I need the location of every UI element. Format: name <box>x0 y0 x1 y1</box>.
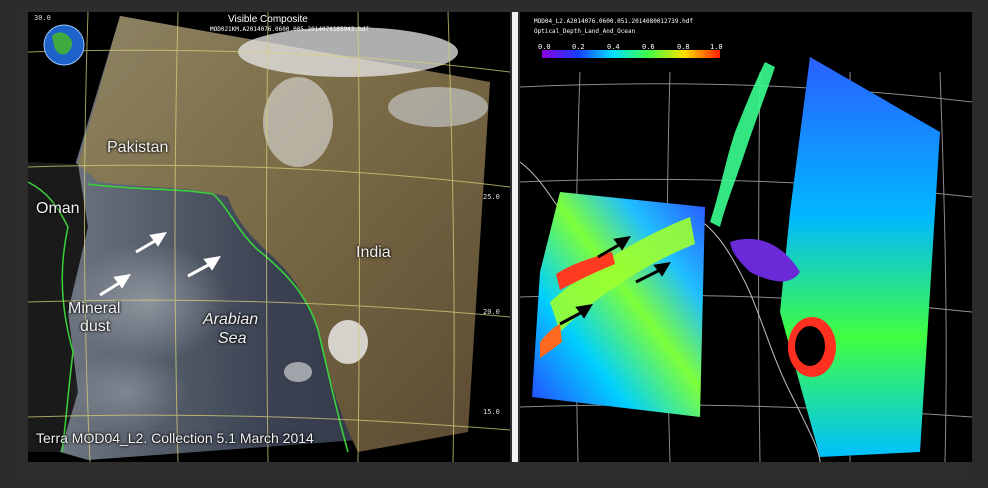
colorbar-tick-5: 1.0 <box>710 43 723 51</box>
colorbar-tick-3: 0.6 <box>642 43 655 51</box>
colorbar-tick-4: 0.8 <box>677 43 690 51</box>
lat-tick-20: 20.0 <box>483 308 500 316</box>
visible-composite-image <box>28 12 510 462</box>
label-mineral: Mineral <box>68 300 121 317</box>
dust-arrows <box>99 231 221 297</box>
visible-composite-title: Visible Composite <box>228 14 308 25</box>
label-pakistan: Pakistan <box>107 139 169 156</box>
label-oman: Oman <box>36 200 80 217</box>
visible-composite-panel: 30.0 Visible Composite MOD021KM.A2014076… <box>28 12 510 462</box>
lat-tick-15: 15.0 <box>483 408 500 416</box>
corner-tick: 30.0 <box>34 14 51 22</box>
lat-lon-grid <box>28 12 510 462</box>
colorbar <box>542 50 720 58</box>
panel-divider <box>512 12 518 462</box>
optical-depth-panel: MOD04_L2.A2014076.0600.051.2014080012739… <box>520 12 972 462</box>
land-mass <box>78 16 490 452</box>
coastline <box>87 183 349 453</box>
aod-product: Optical_Depth_Land_And_Ocean <box>534 28 636 35</box>
globe-icon <box>43 24 85 66</box>
land-aod-swath <box>780 57 940 457</box>
caption: Terra MOD04_L2. Collection 5.1 March 201… <box>36 430 314 446</box>
label-arabian: Arabian <box>203 311 259 328</box>
colorbar-tick-1: 0.2 <box>572 43 585 51</box>
lat-tick-25: 25.0 <box>483 193 500 201</box>
aod-arrows <box>559 235 671 326</box>
optical-depth-image <box>520 50 972 462</box>
colorbar-tick-0: 0.0 <box>538 43 551 51</box>
aod-filename: MOD04_L2.A2014076.0600.051.2014080012739… <box>534 18 693 25</box>
visible-composite-filename: MOD021KM.A2014076.0600.005.2014076165943… <box>210 26 369 33</box>
label-dust: dust <box>80 318 111 335</box>
colorbar-tick-2: 0.4 <box>607 43 620 51</box>
label-india: India <box>356 244 391 261</box>
label-sea: Sea <box>218 330 247 347</box>
